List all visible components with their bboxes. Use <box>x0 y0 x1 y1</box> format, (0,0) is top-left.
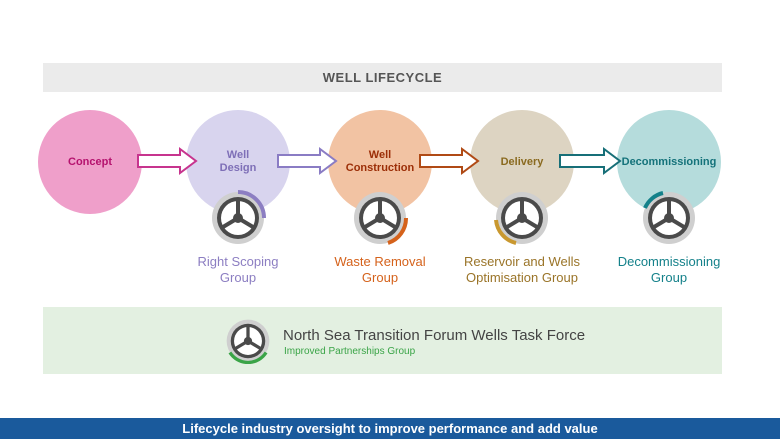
stage-decommissioning: Decommissioning <box>617 110 721 214</box>
steering-wheel-icon <box>354 192 408 245</box>
arrow-right-icon <box>419 147 480 175</box>
steering-wheel-icon <box>212 190 266 244</box>
steering-wheel-icon <box>226 319 270 364</box>
stage-concept: Concept <box>38 110 142 214</box>
stage-delivery-label: Delivery <box>500 155 544 168</box>
task-force-subtitle: Improved Partnerships Group <box>284 346 416 357</box>
footer-text: Lifecycle industry oversight to improve … <box>182 421 598 436</box>
task-force-title: North Sea Transition Forum Wells Task Fo… <box>283 327 586 344</box>
group-reservoir-wells-optimisation: Reservoir and Wells Optimisation Group <box>463 254 581 285</box>
steering-wheel-icon <box>494 192 548 245</box>
arrow-right-icon <box>559 147 622 175</box>
steering-wheel-icon <box>643 191 695 244</box>
task-force-box <box>43 307 722 374</box>
lifecycle-title-bar: WELL LIFECYCLE <box>43 63 722 92</box>
group-decommissioning: Decommissioning Group <box>617 254 721 285</box>
group-waste-removal: Waste Removal Group <box>334 254 426 285</box>
stage-concept-label: Concept <box>68 155 112 168</box>
stage-well-construction: Well Construction <box>328 110 432 214</box>
footer-banner: Lifecycle industry oversight to improve … <box>0 418 780 439</box>
arrow-right-icon <box>137 147 198 175</box>
stage-well-design-label: Well Design <box>219 149 257 174</box>
lifecycle-title: WELL LIFECYCLE <box>322 70 443 85</box>
group-right-scoping: Right Scoping Group <box>197 254 279 285</box>
stage-decommissioning-label: Decommissioning <box>621 155 717 168</box>
arrow-right-icon <box>277 147 338 175</box>
stage-well-construction-label: Well Construction <box>345 149 415 174</box>
